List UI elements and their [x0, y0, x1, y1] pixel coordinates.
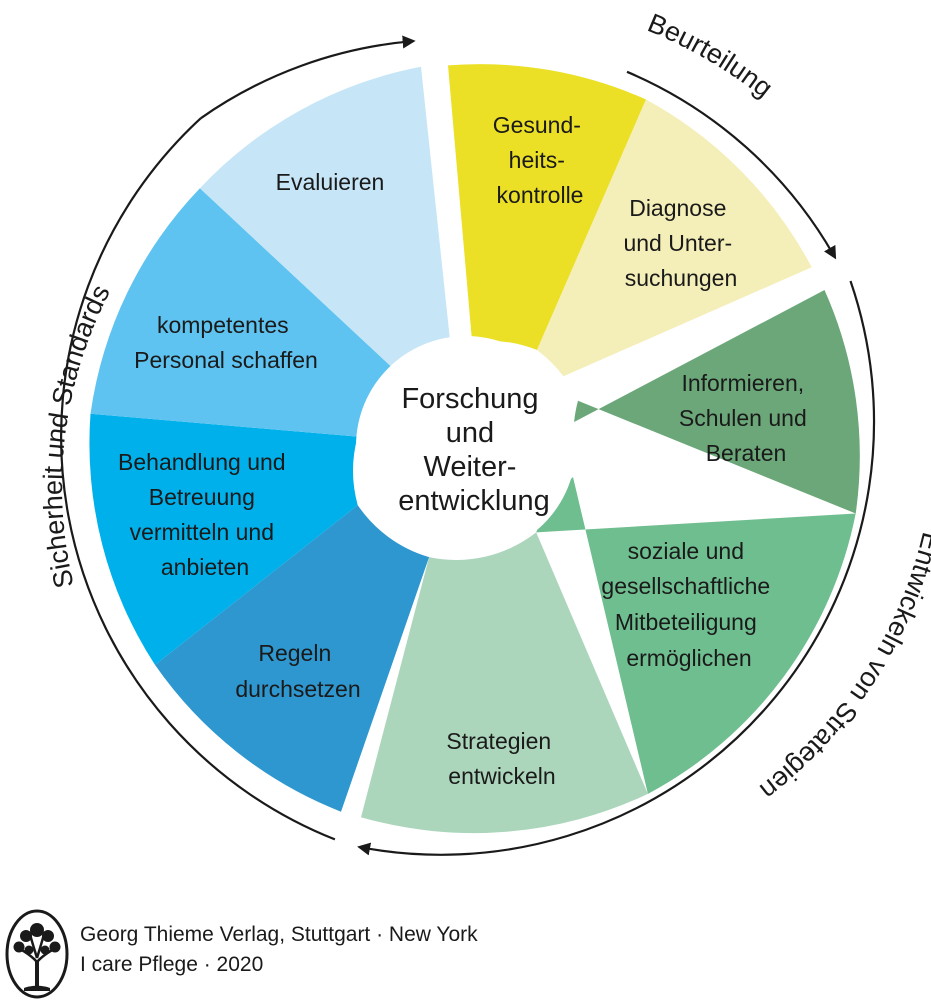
arrow-bottom: [357, 280, 876, 856]
label-diagnose: Diagnose und Unter- suchungen: [623, 195, 738, 291]
segment-evaluieren: [199, 66, 451, 368]
arrow-right-top: [626, 70, 837, 260]
label-evaluieren: Evaluieren: [276, 169, 385, 195]
label-strategien-entwickeln: Strategien entwickeln: [446, 728, 557, 789]
segment-diagnose: [537, 99, 812, 377]
label-personal: kompetentes Personal schaffen: [134, 312, 318, 373]
tree-icon: [5, 909, 69, 999]
label-regeln: Regeln durchsetzen: [235, 640, 360, 702]
segment-strategien-entwickeln: [361, 532, 648, 834]
center-label: Forschung und Weiter- entwicklung: [398, 383, 550, 517]
center-circle: [356, 336, 576, 556]
publisher-line: Georg Thieme Verlag, Stuttgart · New Yor…: [80, 923, 478, 946]
book-line: I care Pflege · 2020: [80, 953, 264, 976]
ring-left: [60, 117, 336, 841]
arrow-top: [200, 35, 416, 120]
publisher-footer: Georg Thieme Verlag, Stuttgart · New Yor…: [0, 900, 931, 1002]
segment-behandlung: [89, 413, 358, 665]
segment-informieren: [574, 290, 860, 514]
label-informieren: Informieren, Schulen und Beraten: [679, 370, 813, 466]
outer-ring: [60, 35, 876, 856]
segment-regeln: [155, 505, 430, 812]
label-soziale: soziale und gesellschaftliche Mitbeteili…: [601, 538, 776, 671]
segments-layer: [89, 64, 860, 834]
segment-personal: [90, 188, 393, 437]
label-gesundheitskontrolle: Gesund- heits- kontrolle: [493, 112, 588, 208]
segment-soziale: [536, 477, 856, 794]
label-behandlung: Behandlung und Betreuung vermitteln und …: [118, 449, 292, 580]
segment-gesundheitskontrolle: [448, 64, 646, 350]
